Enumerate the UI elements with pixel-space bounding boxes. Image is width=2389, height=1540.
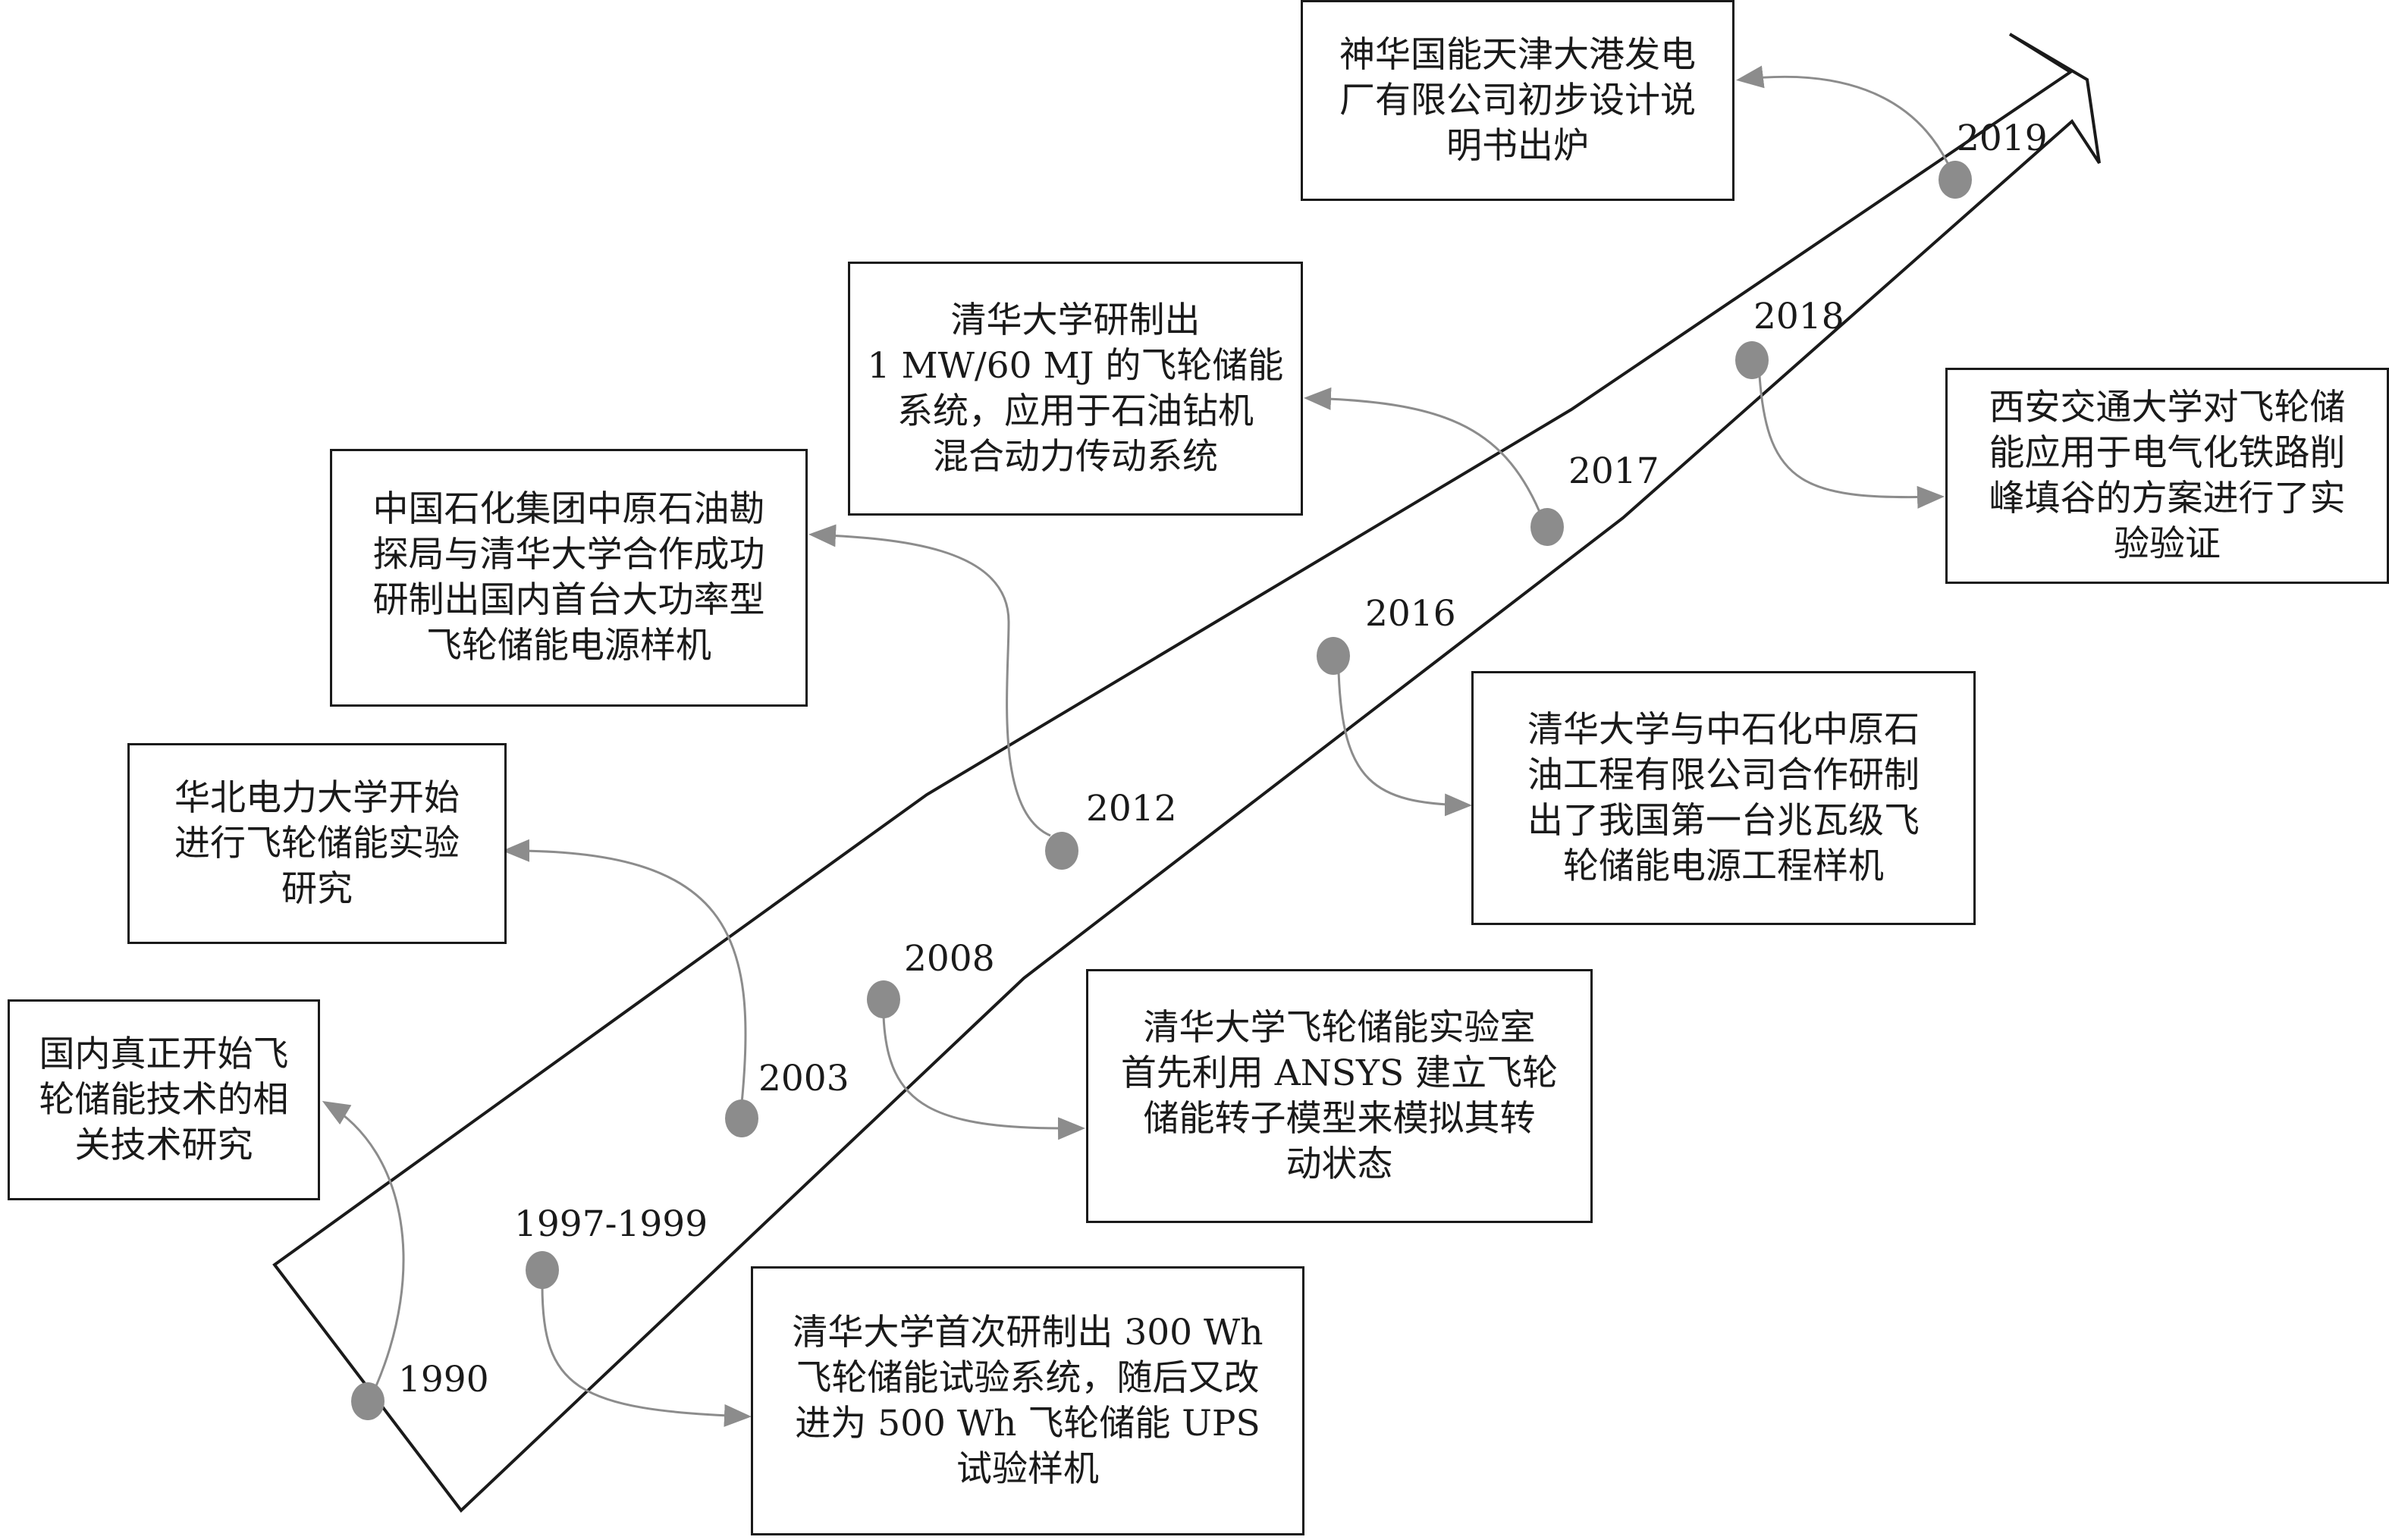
milestone-dot-2018 bbox=[1735, 341, 1769, 379]
milestone-text-line: 探局与清华大学合作成功 bbox=[372, 534, 765, 576]
milestone-dot-2003 bbox=[725, 1099, 758, 1137]
timeline-arrow-outline bbox=[272, 33, 2101, 1513]
connector-arrow-1997-1999 bbox=[541, 1284, 752, 1427]
milestone-text-line: 国内真正开始飞 bbox=[39, 1033, 289, 1075]
connector-arrow-2012 bbox=[808, 524, 1051, 837]
year-label-2003: 2003 bbox=[758, 1058, 849, 1099]
milestone-text-line: 轮储能技术的相 bbox=[39, 1078, 289, 1121]
milestone-text-line: 混合动力传动系统 bbox=[932, 435, 1218, 478]
milestone-box-2016: 清华大学与中石化中原石油工程有限公司合作研制出了我国第一台兆瓦级飞轮储能电源工程… bbox=[1471, 671, 1976, 925]
connector-arrow-2016 bbox=[1337, 670, 1472, 817]
connector-arrow-2018 bbox=[1758, 375, 1945, 509]
milestone-text-line: 神华国能天津大港发电 bbox=[1339, 33, 1696, 76]
milestone-box-1990: 国内真正开始飞轮储能技术的相关技术研究 bbox=[8, 999, 320, 1200]
milestone-text-line: 储能转子模型来模拟其转 bbox=[1143, 1097, 1536, 1140]
milestone-text-line: 关技术研究 bbox=[74, 1124, 253, 1166]
milestone-box-2018: 西安交通大学对飞轮储能应用于电气化铁路削峰填谷的方案进行了实验验证 bbox=[1945, 368, 2389, 584]
milestone-text-line: 研究 bbox=[281, 867, 353, 910]
connector-arrow-2008 bbox=[882, 1015, 1085, 1140]
milestone-dot-2012 bbox=[1045, 832, 1078, 870]
milestone-dot-1990 bbox=[351, 1382, 385, 1420]
year-label-2017: 2017 bbox=[1568, 450, 1659, 492]
milestone-text-line: 试验样机 bbox=[956, 1447, 1099, 1490]
milestone-box-2008: 清华大学飞轮储能实验室首先利用 ANSYS 建立飞轮储能转子模型来模拟其转动状态 bbox=[1086, 969, 1593, 1223]
connector-arrow-2003 bbox=[502, 839, 747, 1104]
year-label-2018: 2018 bbox=[1753, 296, 1844, 337]
milestone-text-line: 厂有限公司初步设计说 bbox=[1339, 79, 1696, 121]
milestone-text-line: 进为 500 Wh 飞轮储能 UPS bbox=[795, 1402, 1260, 1444]
milestone-text-line: 验验证 bbox=[2114, 522, 2221, 565]
connector-arrow-1990 bbox=[322, 1100, 405, 1388]
milestone-text-line: 飞轮储能电源样机 bbox=[426, 625, 711, 666]
milestone-box-2019: 神华国能天津大港发电厂有限公司初步设计说明书出炉 bbox=[1301, 0, 1734, 201]
milestone-text-line: 清华大学与中石化中原石 bbox=[1527, 708, 1920, 751]
year-label-2012: 2012 bbox=[1086, 788, 1177, 830]
milestone-text-line: 清华大学首次研制出 300 Wh bbox=[792, 1311, 1264, 1353]
milestone-text-line: 飞轮储能试验系统，随后又改 bbox=[796, 1357, 1260, 1399]
milestone-dot-2008 bbox=[867, 980, 900, 1018]
milestone-box-2012: 中国石化集团中原石油勘探局与清华大学合作成功研制出国内首台大功率型飞轮储能电源样… bbox=[330, 449, 808, 707]
connector-arrow-2017 bbox=[1304, 387, 1541, 513]
year-label-2016: 2016 bbox=[1365, 593, 1456, 635]
milestone-dot-2017 bbox=[1530, 508, 1564, 546]
milestone-text-line: 动状态 bbox=[1286, 1143, 1393, 1185]
milestone-dot-2016 bbox=[1317, 637, 1350, 675]
milestone-dot-2019 bbox=[1939, 161, 1972, 199]
milestone-text-line: 研制出国内首台大功率型 bbox=[372, 579, 765, 621]
milestone-text-line: 出了我国第一台兆瓦级飞 bbox=[1527, 799, 1920, 842]
milestone-text-line: 清华大学飞轮储能实验室 bbox=[1143, 1006, 1536, 1049]
milestone-dot-1997-1999 bbox=[526, 1251, 559, 1289]
milestone-text-line: 系统，应用于石油钻机 bbox=[896, 390, 1254, 432]
milestone-text-line: 明书出炉 bbox=[1446, 124, 1589, 167]
milestone-text-line: 中国石化集团中原石油勘 bbox=[372, 488, 765, 530]
milestone-text-line: 能应用于电气化铁路削 bbox=[1989, 431, 2346, 474]
milestone-text-line: 油工程有限公司合作研制 bbox=[1527, 754, 1920, 796]
connector-arrow-2019 bbox=[1736, 65, 1949, 164]
milestone-text-line: 峰填谷的方案进行了实 bbox=[1989, 477, 2346, 519]
milestone-text-line: 清华大学研制出 bbox=[950, 299, 1201, 341]
milestone-text-line: 1 MW/60 MJ 的飞轮储能 bbox=[867, 344, 1284, 387]
milestone-text-line: 西安交通大学对飞轮储 bbox=[1989, 386, 2346, 428]
milestone-box-2003: 华北电力大学开始进行飞轮储能实验研究 bbox=[127, 743, 507, 944]
year-label-2019: 2019 bbox=[1957, 118, 2048, 159]
milestone-text-line: 首先利用 ANSYS 建立飞轮 bbox=[1120, 1052, 1559, 1094]
year-label-2008: 2008 bbox=[904, 938, 995, 980]
year-label-1997-1999: 1997-1999 bbox=[514, 1203, 708, 1245]
milestone-text-line: 轮储能电源工程样机 bbox=[1563, 845, 1884, 887]
milestone-text-line: 进行飞轮储能实验 bbox=[174, 822, 460, 864]
milestone-text-line: 华北电力大学开始 bbox=[174, 776, 460, 819]
year-label-1990: 1990 bbox=[398, 1359, 489, 1400]
